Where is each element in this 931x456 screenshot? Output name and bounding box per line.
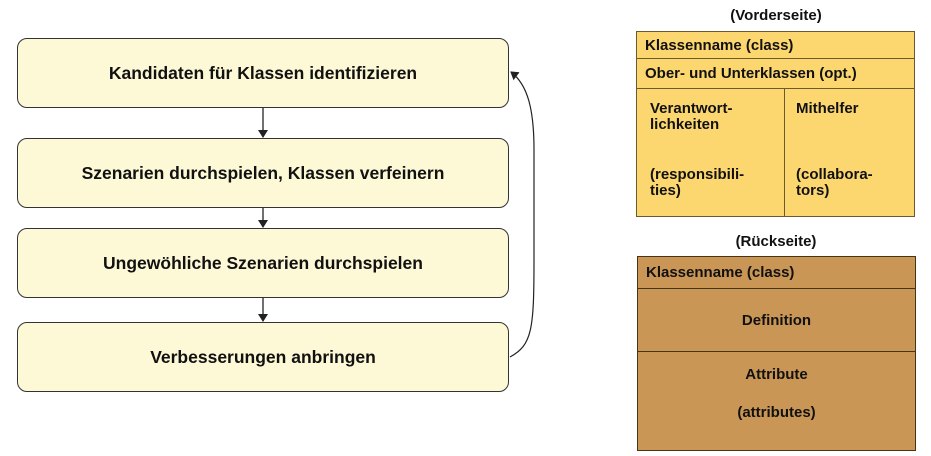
flow-step-label: Verbesserungen anbringen xyxy=(150,346,376,367)
flow-loop-back-arrow xyxy=(509,71,535,358)
card-back-class-name: Klassenname (class) xyxy=(638,257,915,289)
card-front-superclasses: Ober- und Unterklassen (opt.) xyxy=(637,59,914,89)
collaborators-english-line2: tors) xyxy=(796,182,830,199)
responsibilities-english: (responsibili- ties) xyxy=(650,167,744,199)
responsibilities-label-line2: lichkeiten xyxy=(650,116,720,133)
card-front-caption: (Vorderseite) xyxy=(730,7,822,24)
flow-step-play-scenarios: Szenarien durchspielen, Klassen verfeine… xyxy=(17,138,509,208)
responsibilities-english-line2: ties) xyxy=(650,182,681,199)
collaborators-label: Mithelfer xyxy=(796,100,859,117)
collaborators-column: Mithelfer (collabora- tors) xyxy=(785,89,914,216)
card-back-caption: (Rückseite) xyxy=(735,233,817,250)
flow-step-label: Ungewöhliche Szenarien durchspielen xyxy=(103,252,423,273)
responsibilities-label-line1: Verantwort- xyxy=(650,100,733,117)
attributes-english: (attributes) xyxy=(737,404,816,421)
responsibilities-english-line1: (responsibili- xyxy=(650,166,745,183)
responsibilities-column: Verantwort- lichkeiten (responsibili- ti… xyxy=(637,89,785,216)
attributes-label: Attribute xyxy=(745,366,808,383)
card-back-attributes: Attribute (attributes) xyxy=(638,352,915,450)
flow-step-label: Szenarien durchspielen, Klassen verfeine… xyxy=(81,162,445,183)
flow-step-label: Kandidaten für Klassen identifizieren xyxy=(108,62,418,83)
collaborators-english: (collabora- tors) xyxy=(796,167,873,199)
crc-card-back: Klassenname (class) Definition Attribute… xyxy=(637,256,916,451)
card-front-class-name: Klassenname (class) xyxy=(637,32,914,59)
flow-step-identify-candidates: Kandidaten für Klassen identifizieren xyxy=(17,38,509,108)
crc-card-front: Klassenname (class) Ober- und Unterklass… xyxy=(636,31,915,217)
flow-step-improvements: Verbesserungen anbringen xyxy=(17,322,509,392)
card-back-definition: Definition xyxy=(638,289,915,352)
collaborators-english-line1: (collabora- xyxy=(796,166,873,183)
flow-step-unusual-scenarios: Ungewöhliche Szenarien durchspielen xyxy=(17,228,509,298)
